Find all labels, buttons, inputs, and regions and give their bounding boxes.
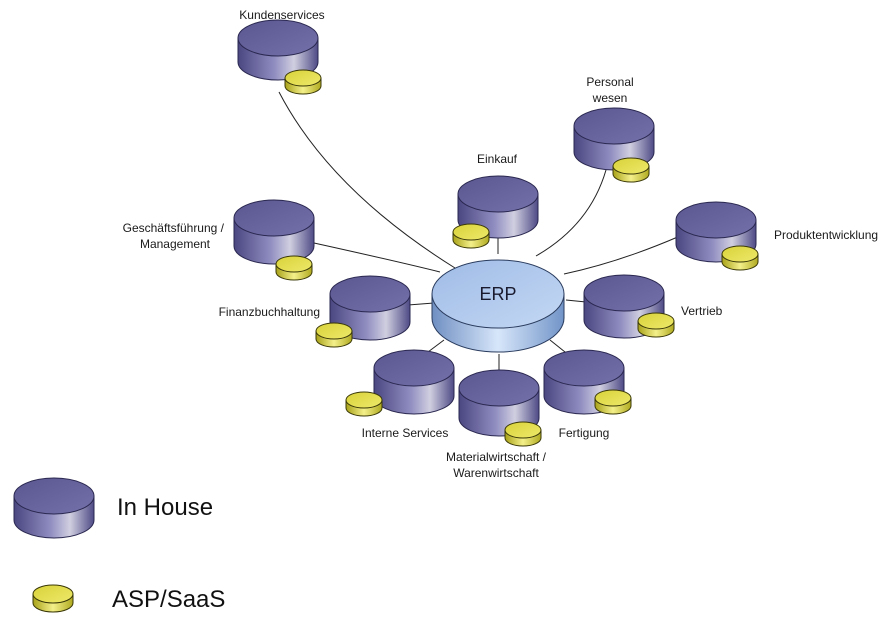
- legend-asp-saas: ASP/SaaS: [32, 584, 225, 613]
- node-labels: Kundenservices Personal wesen Einkauf Ge…: [123, 8, 878, 480]
- label-geschaeftsfuehrung-line1: Geschäftsführung /: [123, 221, 225, 235]
- node-materialwirtschaft: [458, 369, 542, 447]
- connectors: [278, 91, 681, 370]
- legend-asp-saas-label: ASP/SaaS: [112, 586, 225, 613]
- label-finanzbuchhaltung: Finanzbuchhaltung: [219, 305, 320, 319]
- label-interne-services: Interne Services: [362, 426, 449, 440]
- connector-vertrieb: [565, 299, 587, 303]
- label-personalwesen-line1: Personal: [586, 75, 633, 89]
- node-produktentwicklung: [675, 201, 759, 271]
- connector-geschaeftsfuehrung: [313, 242, 441, 273]
- label-vertrieb: Vertrieb: [681, 304, 723, 318]
- node-personalwesen: [573, 107, 655, 183]
- connector-produktentwicklung: [563, 235, 681, 275]
- legend-in-house-label: In House: [117, 494, 213, 521]
- node-kundenservices: [237, 19, 322, 95]
- node-vertrieb: [583, 274, 675, 339]
- node-einkauf: [452, 175, 539, 249]
- label-kundenservices: Kundenservices: [239, 8, 324, 22]
- label-geschaeftsfuehrung-line2: Management: [140, 237, 211, 251]
- label-einkauf: Einkauf: [477, 152, 518, 166]
- node-interne-services: [345, 349, 455, 417]
- connector-finanzbuchhaltung: [407, 302, 435, 306]
- label-materialwirtschaft-line2: Warenwirtschaft: [453, 466, 539, 480]
- node-finanzbuchhaltung: [315, 275, 411, 348]
- erp-node: ERP: [431, 259, 565, 353]
- connector-kundenservices: [278, 91, 456, 269]
- label-personalwesen-line2: wesen: [592, 91, 628, 105]
- label-materialwirtschaft-line1: Materialwirtschaft /: [446, 450, 547, 464]
- label-fertigung: Fertigung: [559, 426, 610, 440]
- node-geschaeftsfuehrung: [233, 199, 315, 281]
- node-fertigung: [543, 349, 632, 415]
- label-produktentwicklung: Produktentwicklung: [774, 228, 878, 242]
- legend: In House ASP/SaaS: [13, 477, 225, 613]
- legend-in-house: In House: [13, 477, 213, 539]
- connector-personalwesen: [535, 169, 607, 257]
- erp-label: ERP: [479, 284, 516, 304]
